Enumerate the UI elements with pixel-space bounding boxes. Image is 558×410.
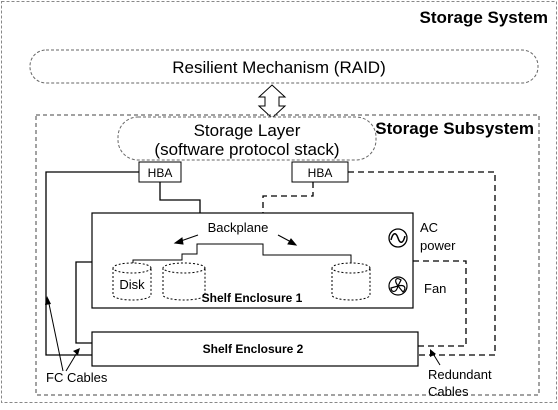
storage-layer-title: Storage Layer [194,121,301,140]
storage-layer-box [117,116,377,161]
resilient-mechanism-box [29,49,539,84]
hba-left-label: HBA [148,166,173,180]
fc-cables-pointer-2 [65,350,79,372]
shelf-enclosure-2-label: Shelf Enclosure 2 [203,342,304,356]
fc-cables-pointer-1-head [45,296,51,305]
disk-cylinder-icon [331,262,371,301]
shelf-enclosure-1-label: Shelf Enclosure 1 [202,291,303,305]
ac-power-label-line1: AC [420,220,438,235]
ac-power-label-line2: power [420,238,456,253]
fc-cables-pointer-2-head [73,348,80,355]
fc-cables-pointer-1 [47,298,64,372]
redundant-cables-label-line2: Cables [428,384,469,399]
fan-icon [388,276,408,296]
backplane-label: Backplane [208,220,269,235]
hba-right-label: HBA [308,166,333,180]
fc-cable-lines [45,171,201,356]
storage-system-title: Storage System [420,8,549,27]
shelf-enclosure-2 [91,331,419,367]
backplane-wire [132,243,352,266]
disk-label: Disk [119,277,145,292]
fc-cables-label: FC Cables [46,370,108,385]
storage-subsystem-title: Storage Subsystem [375,119,534,138]
backplane-arrows [173,234,298,246]
disk-cylinder-icon [112,262,152,301]
hba-right [291,161,349,183]
redundant-cables-pointer-head [430,349,436,357]
redundant-cables-label-line1: Redundant [428,367,492,382]
hba-left [138,161,182,183]
fan-label: Fan [424,281,446,296]
disk-cylinder-icon [162,262,206,301]
redundant-cable-lines [262,171,496,356]
storage-system-boundary [1,1,557,403]
storage-layer-subtitle: (software protocol stack) [154,140,339,159]
double-arrow-icon [257,84,287,119]
resilient-mechanism-label: Resilient Mechanism (RAID) [172,58,386,77]
ac-power-icon [388,228,408,248]
